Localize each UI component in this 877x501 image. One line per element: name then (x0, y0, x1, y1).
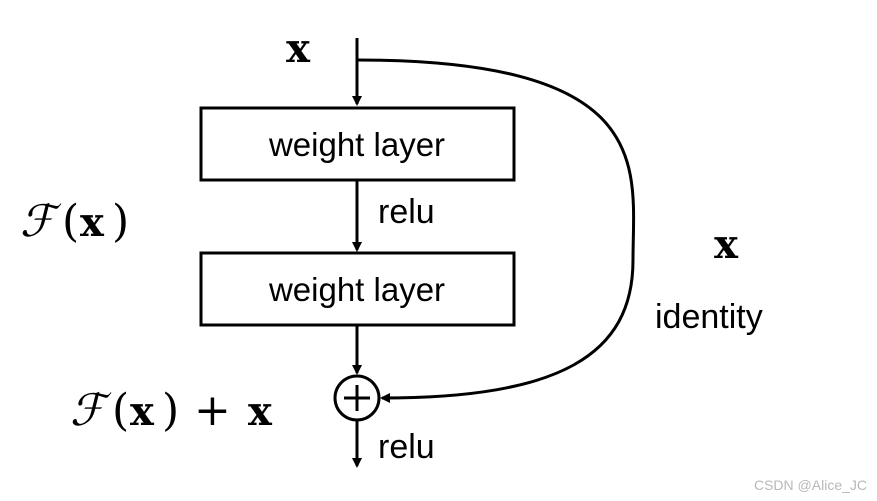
identity-shortcut-path (356, 58, 636, 403)
relu-mid-label: relu (378, 193, 435, 231)
weight-layer-2-label: weight layer (268, 271, 445, 308)
sum-plus: + (194, 385, 231, 436)
weight-layer-1: weight layer (199, 106, 516, 182)
adder-node (333, 374, 381, 422)
weight-layer-2: weight layer (199, 251, 516, 327)
identity-label: identity (655, 298, 763, 336)
sum-open-paren: ( (112, 385, 129, 436)
weight-layer-2-box (199, 251, 516, 327)
sum-var-1: x (130, 388, 155, 435)
fx-label: ℱ ( x ) (20, 196, 129, 247)
fx-plus-x-label: ℱ ( x ) + x (70, 385, 273, 436)
input-x-label: x (286, 25, 311, 72)
weight-layer-1-label: weight layer (268, 126, 445, 163)
relu-out-label: relu (378, 428, 435, 466)
sum-close-paren: ) (162, 385, 179, 436)
sum-script-f: ℱ (70, 385, 112, 436)
watermark: CSDN @Alice_JC (753, 477, 867, 493)
fx-close-paren: ) (112, 196, 129, 247)
sum-var-2: x (248, 388, 273, 435)
shortcut-x-label: x (714, 221, 739, 268)
fx-script-f: ℱ (20, 196, 62, 247)
fx-var: x (80, 199, 105, 246)
fx-open-paren: ( (62, 196, 79, 247)
